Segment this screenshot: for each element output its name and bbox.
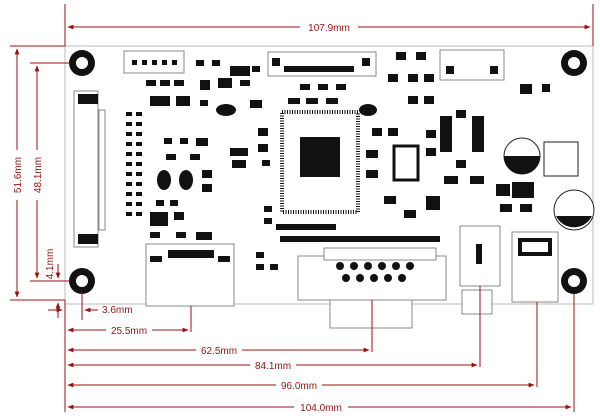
lvds-connector [73,90,106,248]
audio-connector [459,225,501,315]
electrolytic-capacitors [503,137,595,231]
mounting-hole-bottom-left [69,268,95,294]
dim-holes-width: 104.0mm [300,403,342,414]
dim-top-width: 107.9mm [308,23,350,34]
smd-components [126,52,550,270]
mounting-holes [69,50,587,294]
dim-height-total: 51.6mm [13,157,24,193]
top-header-connector [123,50,185,74]
dim-to-power: 96.0mm [281,381,317,392]
dim-to-hdmi: 25.5mm [111,326,147,337]
dim-hole-offset-y: 4.1mm [45,249,56,280]
mounting-hole-top-right [561,50,587,76]
dim-hole-offset-x: 3.6mm [102,305,133,316]
dim-to-switch: 84.1mm [255,361,291,372]
dim-to-vga: 62.5mm [201,346,237,357]
mounting-hole-bottom-right [561,268,587,294]
main-chip [280,110,360,214]
mounting-hole-top-left [69,50,95,76]
hdmi-connector [145,243,235,307]
keypad-connector [439,49,505,81]
vga-connector [297,247,447,329]
top-fpc-connector [267,51,377,77]
power-jack [511,231,559,303]
dim-height-holes: 48.1mm [33,157,44,193]
